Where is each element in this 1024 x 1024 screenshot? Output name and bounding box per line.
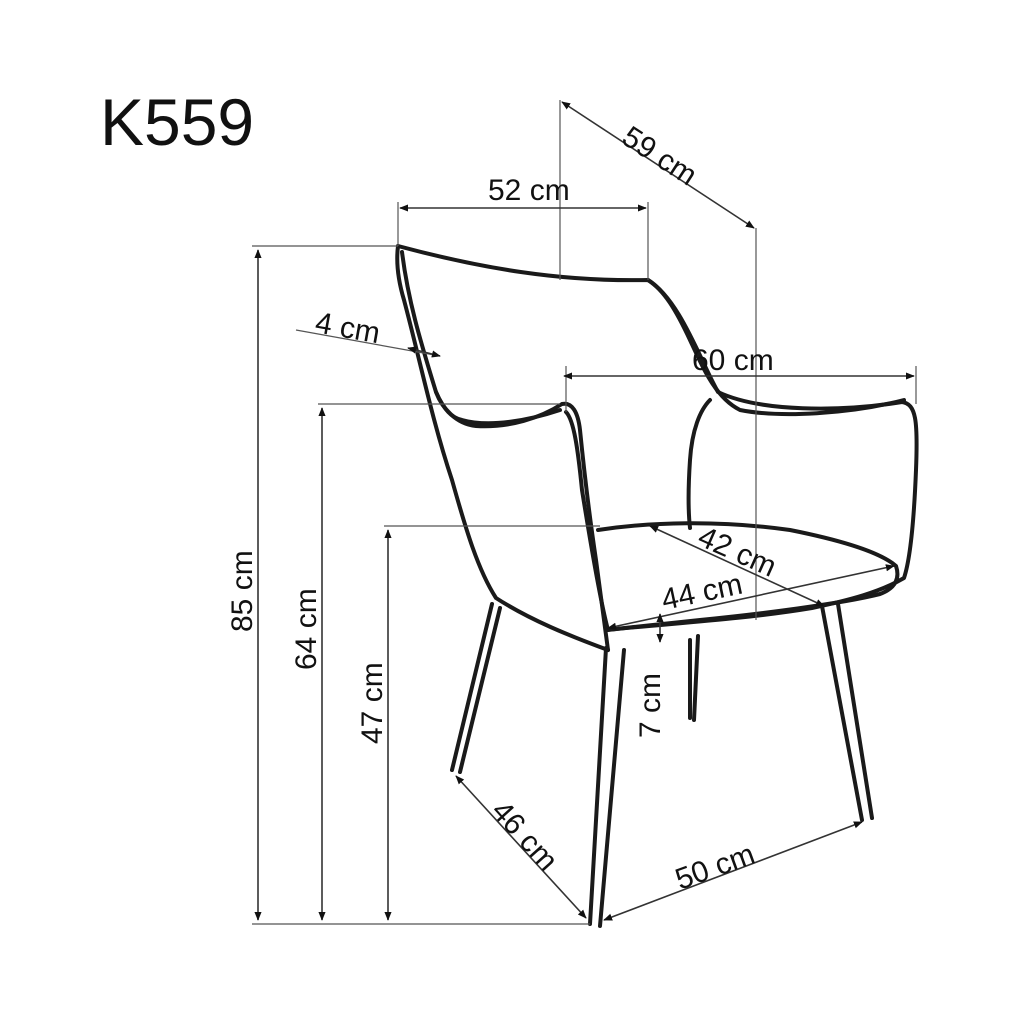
right-armrest-inner — [686, 398, 712, 530]
leg-front-right-inner — [836, 602, 874, 820]
leg-back-left-inner — [458, 606, 502, 774]
leg-back-left — [450, 602, 494, 772]
label-overall-width: 60 cm — [692, 344, 774, 377]
dim-line-4 — [407, 346, 441, 358]
backrest-left-edge — [395, 244, 610, 652]
backrest-outline — [396, 244, 919, 632]
label-leg-width: 50 cm — [671, 838, 759, 897]
backrest-inner-edge — [400, 250, 562, 426]
dim-line-50 — [603, 821, 863, 921]
label-seat-top-width: 52 cm — [488, 174, 570, 207]
dimension-lines — [254, 101, 915, 921]
label-leg-depth: 46 cm — [485, 795, 564, 878]
right-armrest — [646, 278, 906, 417]
label-total-height: 85 cm — [226, 550, 259, 632]
label-armrest-height: 64 cm — [290, 588, 323, 670]
leg-front-right — [820, 604, 864, 822]
model-title: K559 — [100, 85, 254, 159]
label-frame-thickness: 4 cm — [313, 306, 383, 350]
label-overall-depth: 59 cm — [616, 120, 702, 192]
label-seat-width: 44 cm — [659, 568, 746, 617]
dimension-labels: 52 cm 59 cm 4 cm 60 cm 85 cm 64 cm 47 cm… — [226, 120, 781, 896]
label-seat-height: 47 cm — [356, 662, 389, 744]
label-seat-thickness: 7 cm — [634, 673, 667, 738]
leg-front-left — [588, 646, 608, 926]
chair-drawing — [395, 244, 919, 928]
left-armrest — [434, 390, 610, 652]
leg-back-right-inner — [692, 634, 700, 722]
guide-lines — [252, 100, 917, 925]
dim-line-59 — [561, 101, 755, 229]
dim-line-46 — [455, 775, 587, 919]
dim-line-44 — [607, 564, 895, 630]
